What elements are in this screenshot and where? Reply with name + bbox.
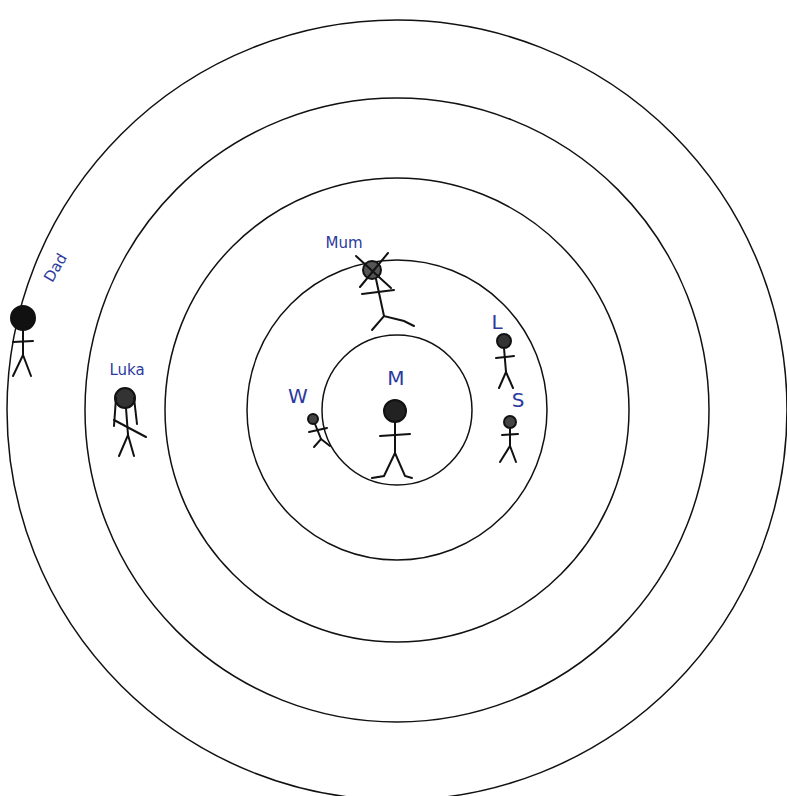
person-label: L (491, 312, 502, 332)
rings (7, 20, 787, 796)
person-label: Mum (325, 236, 362, 251)
person-label: Dad (42, 251, 70, 285)
person-label: Luka (109, 363, 144, 378)
person-label: S (512, 390, 525, 410)
stick-figures (11, 253, 518, 478)
person-label: M (387, 368, 404, 388)
person-label: W (288, 386, 308, 406)
